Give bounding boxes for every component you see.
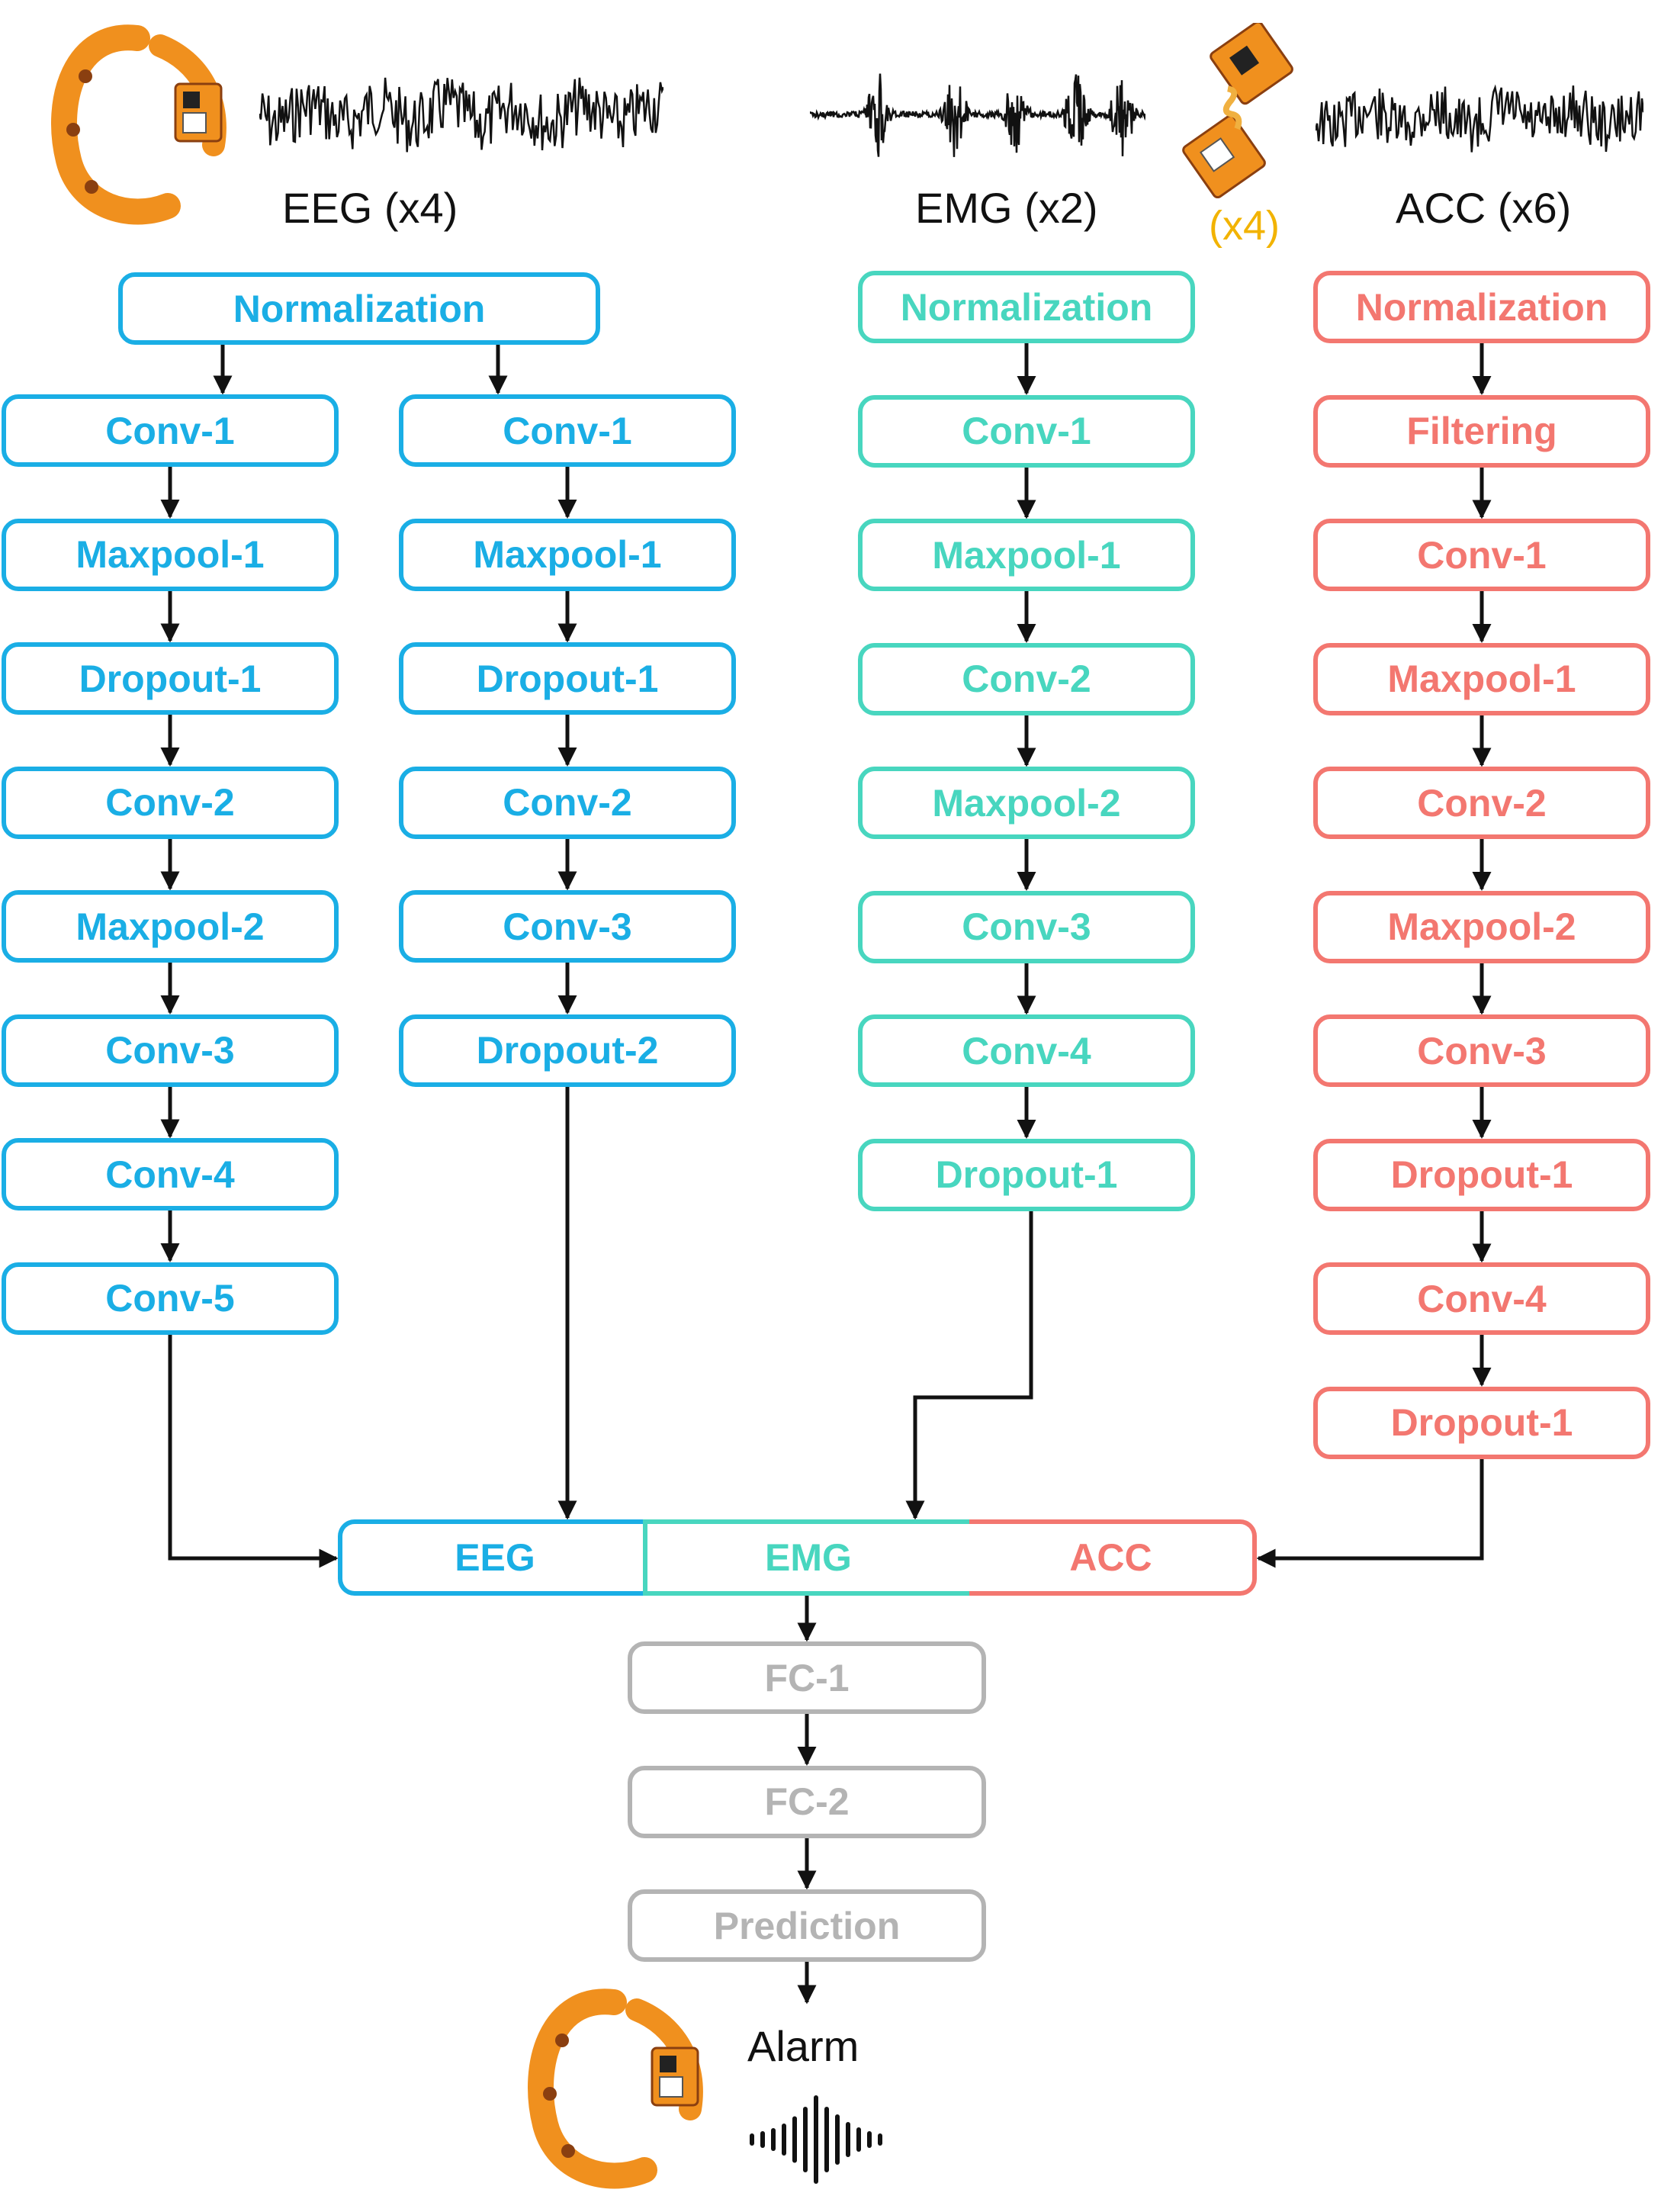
emg-maxpool-1: Maxpool-1: [858, 519, 1195, 591]
eeg-input-label: EEG (x4): [282, 184, 458, 232]
connector-arrow: [905, 1210, 1033, 1520]
acc-conv-1: Conv-1: [1313, 519, 1650, 591]
eeg-left-conv-2: Conv-2: [2, 766, 339, 839]
concat-acc-segment: ACC: [969, 1519, 1257, 1596]
acc-normalization: Normalization: [1313, 271, 1650, 343]
emg-normalization: Normalization: [858, 271, 1195, 343]
emg-input-label: EMG (x2): [915, 184, 1098, 232]
head-prediction: Prediction: [628, 1889, 986, 1962]
concat-emg-segment: EMG: [643, 1519, 974, 1596]
emg-signal-trace: [810, 73, 1145, 157]
acc-dropout-1: Dropout-1: [1313, 1138, 1650, 1211]
eeg-left-conv-1: Conv-1: [2, 394, 339, 467]
acc-conv-4: Conv-4: [1313, 1262, 1650, 1335]
eeg-left-conv-4: Conv-4: [2, 1138, 339, 1210]
connector-arrow: [168, 1334, 339, 1568]
eeg-right-conv-2: Conv-2: [399, 766, 736, 839]
head-fc-2: FC-2: [628, 1765, 986, 1838]
patch-count-label: (x4): [1209, 203, 1280, 249]
eeg-ear-device-icon: [51, 24, 226, 225]
emg-conv-2: Conv-2: [858, 642, 1195, 715]
head-fc-1: FC-1: [628, 1641, 986, 1714]
acc-dropout-1: Dropout-1: [1313, 1386, 1650, 1459]
acc-maxpool-2: Maxpool-2: [1313, 890, 1650, 963]
alarm-ear-device-icon: [528, 1989, 703, 2189]
emg-conv-3: Conv-3: [858, 890, 1195, 963]
eeg-left-conv-3: Conv-3: [2, 1014, 339, 1087]
emg-dropout-1: Dropout-1: [858, 1138, 1195, 1211]
alarm-label: Alarm: [747, 2022, 859, 2070]
acc-signal-trace: [1316, 84, 1643, 153]
eeg-left-conv-5: Conv-5: [2, 1262, 339, 1335]
acc-conv-3: Conv-3: [1313, 1014, 1650, 1087]
acc-filtering: Filtering: [1313, 394, 1650, 468]
eeg-right-dropout-2: Dropout-2: [399, 1014, 736, 1087]
acc-input-label: ACC (x6): [1396, 184, 1572, 232]
eeg-right-conv-3: Conv-3: [399, 890, 736, 963]
eeg-left-maxpool-1: Maxpool-1: [2, 518, 339, 591]
eeg-right-maxpool-1: Maxpool-1: [399, 518, 736, 591]
eeg-normalization: Normalization: [118, 272, 600, 345]
connector-arrow: [1256, 1458, 1484, 1568]
eeg-left-maxpool-2: Maxpool-2: [2, 890, 339, 963]
eeg-signal-trace: [259, 77, 663, 153]
eeg-left-dropout-1: Dropout-1: [2, 642, 339, 715]
emg-maxpool-2: Maxpool-2: [858, 767, 1195, 839]
emg-acc-patch-sensor-icon: [1182, 23, 1293, 198]
eeg-right-conv-1: Conv-1: [399, 394, 736, 467]
concat-eeg-segment: EEG: [338, 1519, 647, 1596]
acc-conv-2: Conv-2: [1313, 767, 1650, 839]
emg-conv-4: Conv-4: [858, 1014, 1195, 1087]
sound-wave-icon: [750, 2095, 882, 2184]
eeg-right-dropout-1: Dropout-1: [399, 642, 736, 715]
acc-maxpool-1: Maxpool-1: [1313, 642, 1650, 715]
emg-conv-1: Conv-1: [858, 394, 1195, 468]
